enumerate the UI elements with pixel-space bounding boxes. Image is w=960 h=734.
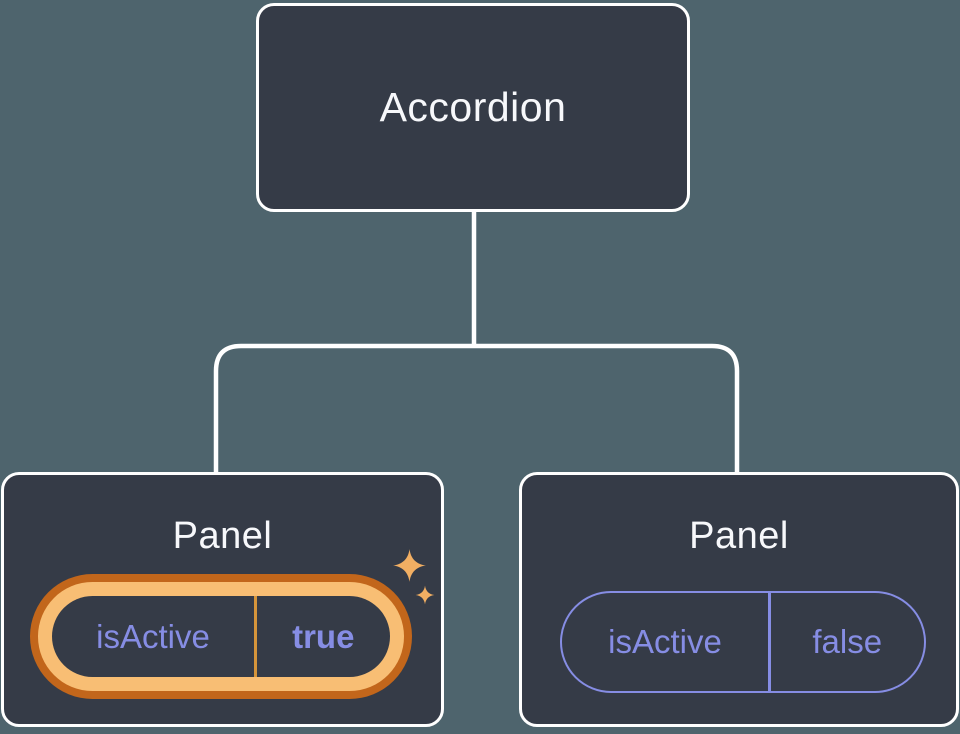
state-pill-divider: [254, 596, 257, 677]
state-value-label: false: [812, 623, 883, 660]
state-pill-highlight-ring: isActive true: [30, 574, 412, 699]
sparkle-icon: [415, 585, 435, 605]
state-key-label: isActive: [608, 623, 722, 660]
state-pill-active: isActive true: [52, 596, 390, 677]
node-accordion: Accordion: [256, 3, 690, 212]
node-panel-label: Panel: [172, 514, 273, 557]
state-pill-divider: [768, 593, 771, 691]
node-panel-label: Panel: [689, 514, 789, 557]
node-panel-active: Panel isActive true: [1, 472, 444, 727]
node-panel-inactive: Panel isActive false: [519, 472, 959, 727]
state-key-label: isActive: [96, 617, 210, 655]
connector-branches: [213, 343, 740, 476]
node-accordion-label: Accordion: [379, 84, 567, 130]
state-value-label: true: [292, 617, 355, 655]
sparkle-icon: [393, 549, 426, 582]
state-pill-highlight-ring-inner: isActive true: [38, 582, 404, 691]
state-pill-inactive: isActive false: [560, 591, 926, 693]
